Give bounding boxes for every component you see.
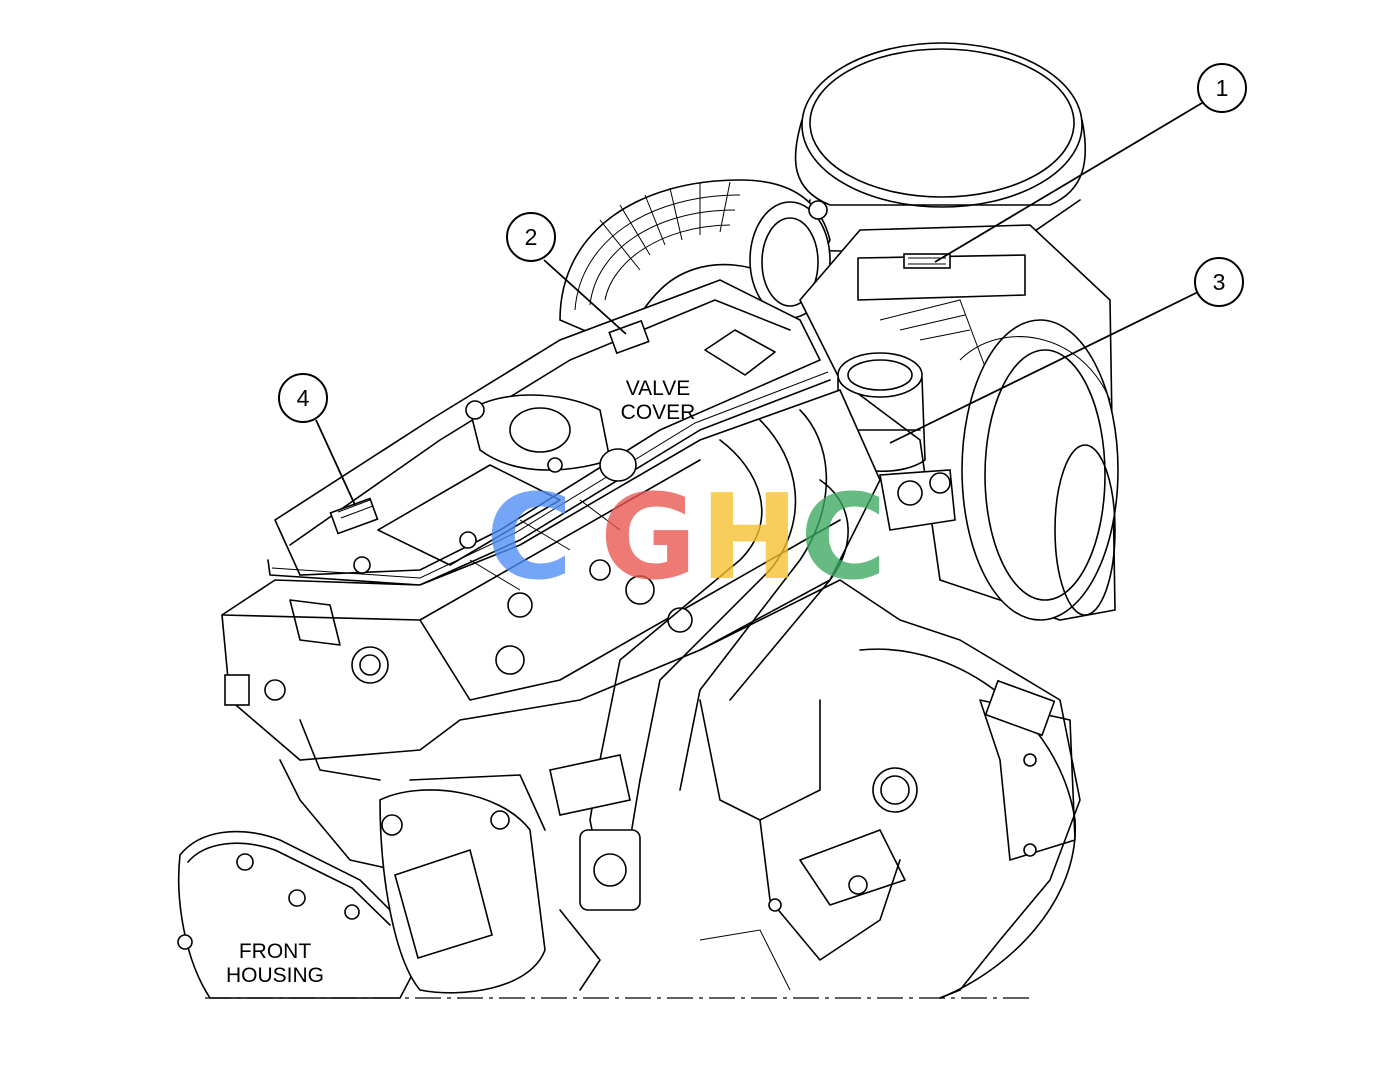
watermark-letter-2: G [600,468,697,606]
callout-2-number: 2 [525,224,538,250]
callout-3-number: 3 [1213,269,1226,295]
watermark: C G H C [486,468,887,606]
leader-line-1 [934,102,1203,263]
breather-drawing [465,394,637,482]
watermark-letter-4: C [800,468,887,606]
fuel-lines-drawing [549,409,849,991]
leader-line-3 [889,291,1199,444]
callout-1: 1 [1197,63,1247,113]
lower-block-drawing [279,579,1081,999]
valve-cover-label: VALVE COVER [621,377,696,424]
leader-line-2 [543,259,627,335]
callout-3: 3 [1194,257,1244,307]
watermark-letter-3: H [700,468,799,606]
front-housing-label-line1: FRONT [239,940,311,963]
callout-1-number: 1 [1216,75,1229,101]
valve-cover-label-line1: VALVE [626,377,691,400]
turbo-housing-drawing [799,224,1119,621]
engine-block-drawing [221,388,881,761]
air-cleaner-drawing [794,42,1087,256]
front-housing-label-line2: HOUSING [226,964,324,987]
fuel-filter-drawing [837,352,956,531]
front-housing-label: FRONT HOUSING [226,940,324,987]
front-housing-drawing [177,774,546,999]
leader-line-4 [315,419,356,506]
callout-2: 2 [506,212,556,262]
callout-4-number: 4 [297,385,310,411]
valve-cover-label-line2: COVER [621,401,696,424]
watermark-letter-1: C [486,468,573,606]
callout-4: 4 [278,373,328,423]
